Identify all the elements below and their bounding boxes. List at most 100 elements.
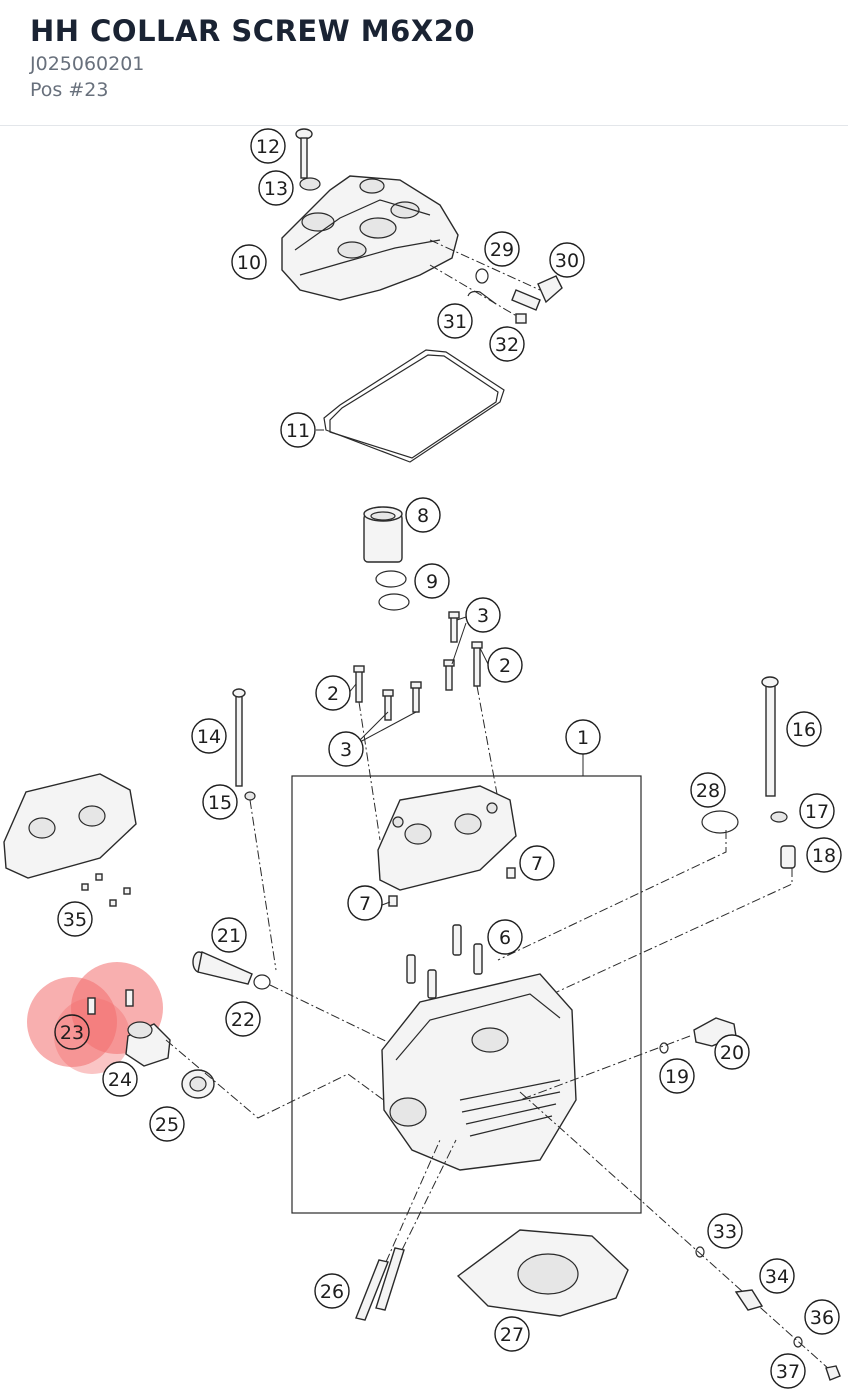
large-oring-part[interactable] bbox=[701, 810, 739, 834]
callout-label: 21 bbox=[217, 925, 241, 947]
callout-circle bbox=[405, 497, 441, 533]
callout-25[interactable]: 25 bbox=[149, 1106, 185, 1142]
breather-oring-part[interactable] bbox=[475, 268, 489, 284]
callout-label: 11 bbox=[286, 420, 310, 442]
oring-part-b[interactable] bbox=[378, 593, 410, 611]
callout-label: 23 bbox=[60, 1022, 84, 1044]
cylinder-head[interactable] bbox=[381, 973, 577, 1171]
stud-washer-part[interactable] bbox=[770, 811, 788, 823]
callout-30[interactable]: 30 bbox=[549, 242, 585, 278]
small-washer-part[interactable] bbox=[793, 1336, 803, 1348]
breather-screw-part[interactable] bbox=[515, 313, 527, 324]
callout-label: 12 bbox=[256, 136, 280, 158]
callout-16[interactable]: 16 bbox=[786, 711, 822, 747]
callout-20[interactable]: 20 bbox=[714, 1034, 750, 1070]
dowel-part-a[interactable] bbox=[506, 867, 516, 879]
cover-screw-part[interactable] bbox=[295, 128, 313, 179]
callout-7[interactable]: 7 bbox=[347, 885, 383, 921]
callout-14[interactable]: 14 bbox=[191, 718, 227, 754]
long-stud-bolt[interactable] bbox=[761, 676, 779, 797]
callout-23[interactable]: 23 bbox=[54, 1014, 90, 1050]
callout-label: 2 bbox=[499, 655, 511, 677]
callout-28[interactable]: 28 bbox=[690, 772, 726, 808]
callout-circle bbox=[328, 731, 364, 767]
callout-label: 35 bbox=[63, 909, 87, 931]
callout-7[interactable]: 7 bbox=[519, 845, 555, 881]
callout-label: 25 bbox=[155, 1114, 179, 1136]
oring-part-a[interactable] bbox=[375, 570, 407, 588]
callout-circle bbox=[759, 1258, 795, 1294]
callout-2[interactable]: 2 bbox=[487, 647, 523, 683]
callout-27[interactable]: 27 bbox=[494, 1316, 530, 1352]
callout-17[interactable]: 17 bbox=[799, 793, 835, 829]
callout-12[interactable]: 12 bbox=[250, 128, 286, 164]
callout-36[interactable]: 36 bbox=[804, 1299, 840, 1335]
cylinder-head-assembly-frame bbox=[291, 775, 642, 1214]
callout-label: 8 bbox=[417, 505, 429, 527]
thermostat-part[interactable] bbox=[181, 1069, 215, 1099]
stud-sleeve-part[interactable] bbox=[780, 845, 796, 869]
callout-24[interactable]: 24 bbox=[102, 1061, 138, 1097]
callout-29[interactable]: 29 bbox=[484, 231, 520, 267]
dowel-part-b[interactable] bbox=[388, 895, 398, 907]
oil-pipes[interactable] bbox=[355, 1247, 405, 1321]
callout-8[interactable]: 8 bbox=[405, 497, 441, 533]
callout-9[interactable]: 9 bbox=[414, 563, 450, 599]
plug-washer-part[interactable] bbox=[695, 1246, 705, 1258]
valve-cover[interactable] bbox=[281, 175, 459, 301]
callout-11[interactable]: 11 bbox=[280, 412, 316, 448]
callout-circle bbox=[770, 1353, 806, 1389]
callout-10[interactable]: 10 bbox=[231, 244, 267, 280]
spare-camshaft-carrier[interactable] bbox=[3, 773, 137, 907]
callout-label: 18 bbox=[812, 845, 836, 867]
callout-1[interactable]: 1 bbox=[565, 719, 601, 755]
callout-circle bbox=[519, 845, 555, 881]
small-nut-part[interactable] bbox=[825, 1365, 841, 1381]
callout-19[interactable]: 19 bbox=[659, 1058, 695, 1094]
camshaft-carrier[interactable] bbox=[377, 785, 517, 891]
plug-sensor-part[interactable] bbox=[734, 1289, 764, 1311]
sensor-washer-part[interactable] bbox=[659, 1042, 669, 1054]
callout-3[interactable]: 3 bbox=[328, 731, 364, 767]
valve-cover-gasket[interactable] bbox=[323, 349, 505, 463]
bypass-pipe-part[interactable] bbox=[192, 951, 253, 985]
callout-37[interactable]: 37 bbox=[770, 1353, 806, 1389]
bolt-washer-part[interactable] bbox=[244, 791, 256, 801]
callout-31[interactable]: 31 bbox=[437, 303, 473, 339]
part-header: HH COLLAR SCREW M6X20 J025060201 Pos #23 bbox=[0, 0, 848, 126]
callout-circle bbox=[437, 303, 473, 339]
callout-21[interactable]: 21 bbox=[211, 917, 247, 953]
camshaft-bolts[interactable] bbox=[353, 611, 483, 721]
callout-6[interactable]: 6 bbox=[487, 919, 523, 955]
position-number: Pos #23 bbox=[30, 79, 109, 101]
callout-3[interactable]: 3 bbox=[465, 597, 501, 633]
cover-washer-part[interactable] bbox=[299, 177, 321, 191]
callout-22[interactable]: 22 bbox=[225, 1001, 261, 1037]
valve-bucket-part[interactable] bbox=[363, 506, 403, 563]
head-gasket[interactable] bbox=[456, 1229, 629, 1317]
callout-26[interactable]: 26 bbox=[314, 1273, 350, 1309]
callout-label: 37 bbox=[776, 1361, 800, 1383]
breather-fitting-part[interactable] bbox=[511, 275, 563, 311]
callout-label: 10 bbox=[237, 252, 261, 274]
callout-2[interactable]: 2 bbox=[315, 675, 351, 711]
callout-35[interactable]: 35 bbox=[57, 901, 93, 937]
callout-label: 24 bbox=[108, 1069, 132, 1091]
callout-32[interactable]: 32 bbox=[489, 326, 525, 362]
exploded-parts-diagram: 1213102930313211893223114161528171877352… bbox=[3, 128, 842, 1389]
callout-circle bbox=[314, 1273, 350, 1309]
long-head-bolt[interactable] bbox=[232, 688, 246, 787]
callout-15[interactable]: 15 bbox=[202, 784, 238, 820]
valve-guides[interactable] bbox=[406, 924, 483, 999]
callout-circle bbox=[202, 784, 238, 820]
callout-18[interactable]: 18 bbox=[806, 837, 842, 873]
callout-circle bbox=[211, 917, 247, 953]
callout-13[interactable]: 13 bbox=[258, 170, 294, 206]
collar-screw-pair[interactable] bbox=[87, 989, 134, 1015]
thermostat-housing-part[interactable] bbox=[125, 1021, 171, 1067]
callout-33[interactable]: 33 bbox=[707, 1213, 743, 1249]
breather-clip-part[interactable] bbox=[467, 290, 497, 305]
seal-washer-part[interactable] bbox=[253, 974, 271, 990]
callout-circle bbox=[149, 1106, 185, 1142]
callout-34[interactable]: 34 bbox=[759, 1258, 795, 1294]
